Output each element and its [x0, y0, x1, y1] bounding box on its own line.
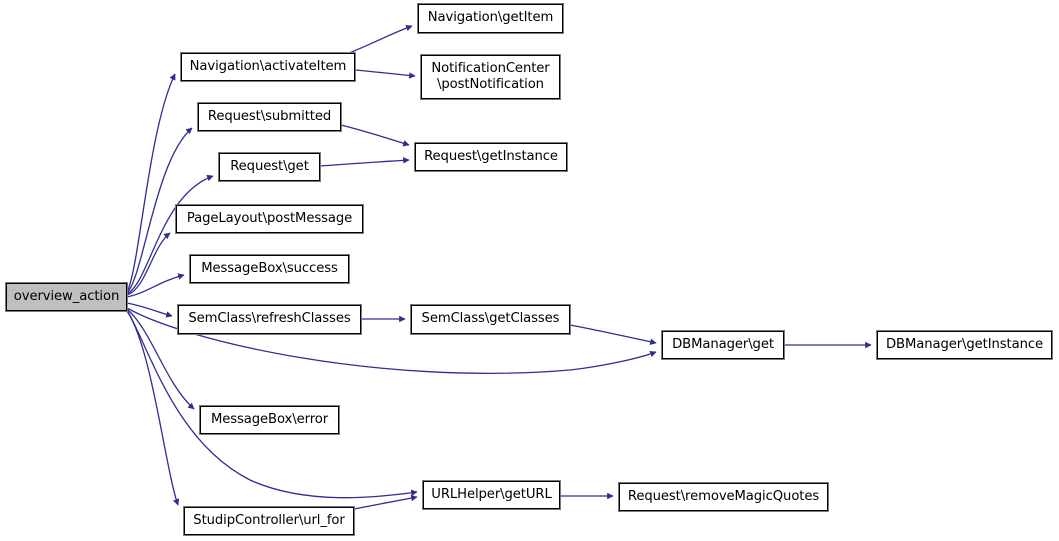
graph-node-overview_action[interactable]: overview_action	[5, 282, 128, 312]
graph-node-studipcontroller_url_for[interactable]: StudipController\url_for	[183, 506, 355, 536]
edge-studipcontroller_url_for-to-urlhelper_geturl	[353, 494, 418, 510]
graph-node-semclass_refreshclasses[interactable]: SemClass\refreshClasses	[177, 304, 362, 335]
edge-overview_action-to-semclass_refreshclasses	[126, 302, 173, 318]
graph-node-request_get[interactable]: Request\get	[218, 152, 321, 182]
edge-semclass_getclasses-to-dbmanager_get	[569, 324, 657, 345]
edge-overview_action-to-urlhelper_geturl	[126, 309, 418, 499]
edge-overview_action-to-request_submitted	[126, 127, 193, 294]
graph-node-semclass_getclasses[interactable]: SemClass\getClasses	[410, 304, 571, 335]
graph-node-dbmanager_get[interactable]: DBManager\get	[661, 330, 785, 360]
graph-node-urlhelper_geturl[interactable]: URLHelper\getURL	[422, 480, 561, 510]
graph-node-messagebox_success[interactable]: MessageBox\success	[189, 254, 350, 284]
graph-node-messagebox_error[interactable]: MessageBox\error	[199, 405, 340, 435]
graph-node-request_removemagicquotes[interactable]: Request\removeMagicQuotes	[618, 482, 829, 512]
graph-node-request_submitted[interactable]: Request\submitted	[197, 102, 342, 132]
graph-node-request_getinstance[interactable]: Request\getInstance	[414, 142, 568, 172]
edge-request_get-to-request_getinstance	[319, 157, 410, 167]
edge-overview_action-to-studipcontroller_url_for	[126, 310, 180, 506]
edge-request_submitted-to-request_getinstance	[340, 124, 410, 147]
graph-node-navigation_getitem[interactable]: Navigation\getItem	[417, 3, 564, 34]
edge-overview_action-to-messagebox_success	[126, 273, 185, 298]
edge-overview_action-to-request_get	[126, 174, 214, 295]
edge-overview_action-to-navigation_activateitem	[126, 73, 176, 293]
graph-node-navigation_activateitem[interactable]: Navigation\activateItem	[180, 52, 356, 82]
edge-navigation_activateitem-to-navigation_getitem	[348, 24, 413, 54]
edge-overview_action-to-messagebox_error	[126, 308, 195, 410]
edge-navigation_activateitem-to-notificationcenter_post	[354, 69, 416, 79]
edge-overview_action-to-pagelayout_postmessage	[126, 232, 171, 296]
graph-node-dbmanager_getinstance[interactable]: DBManager\getInstance	[876, 330, 1053, 360]
graph-node-pagelayout_postmessage[interactable]: PageLayout\postMessage	[175, 204, 364, 234]
graph-node-notificationcenter_post[interactable]: NotificationCenter \postNotification	[420, 54, 561, 100]
